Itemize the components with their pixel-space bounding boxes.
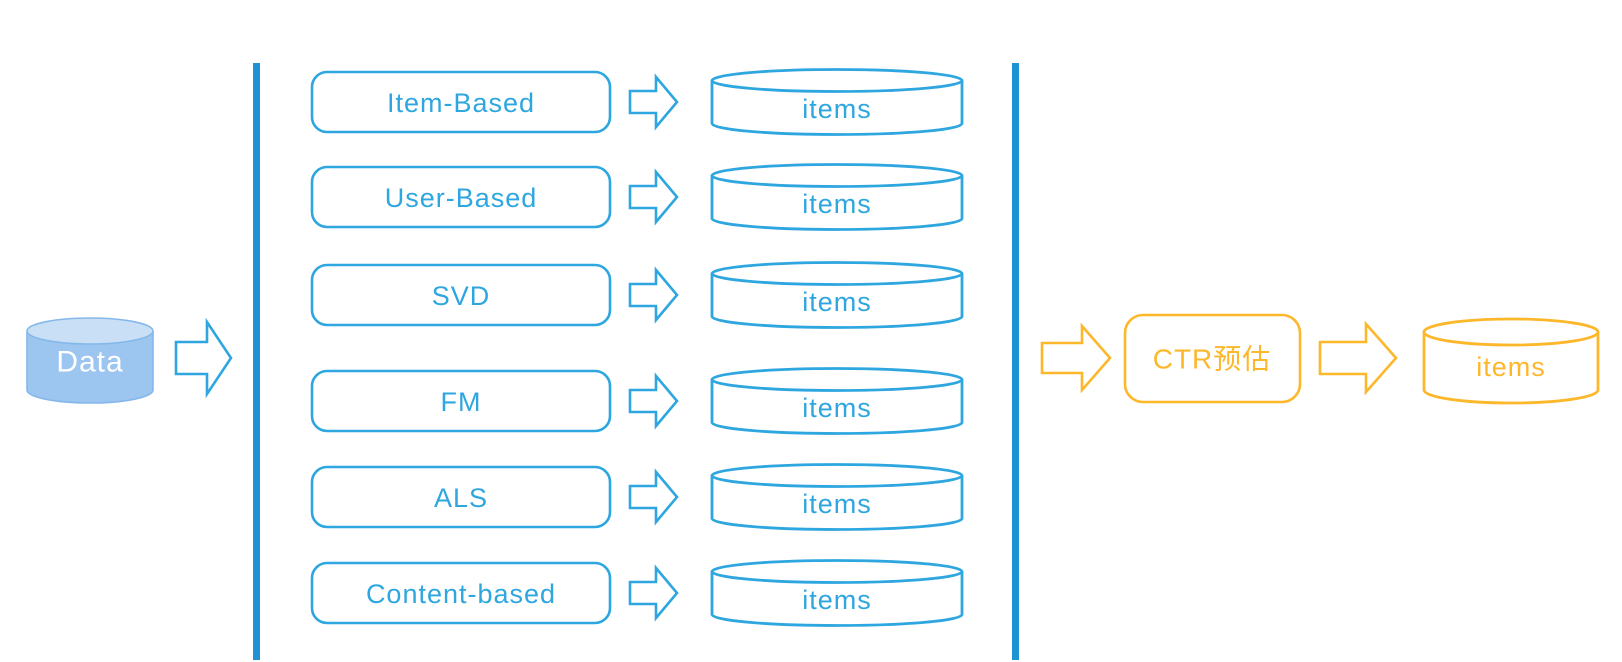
row-arrow-icon — [628, 566, 679, 620]
algo-label: User-Based — [385, 183, 538, 213]
recall-stage-divider-left — [253, 63, 260, 660]
items-label: items — [802, 94, 872, 124]
data-cylinder: Data — [26, 317, 154, 404]
ctr-model-box — [1123, 313, 1302, 404]
ranked-items-cylinder-body — [1422, 332, 1600, 405]
ranking-stage: CTR预估 items — [1040, 313, 1600, 405]
algo-label: ALS — [434, 483, 488, 513]
algo-box — [310, 369, 612, 433]
data-label: Data — [56, 346, 123, 379]
items-label: items — [802, 585, 872, 615]
row-arrow-icon — [628, 170, 679, 224]
recall-row-fm: FM items — [310, 367, 964, 435]
row-arrow-icon — [628, 75, 679, 129]
ranking-stage-divider — [1012, 63, 1019, 660]
items-label: items — [802, 489, 872, 519]
data-to-recall-arrow-icon — [174, 317, 233, 399]
row-arrow-icon — [628, 268, 679, 322]
recall-row-content-based: Content-based items — [310, 559, 964, 627]
algo-box — [310, 465, 612, 529]
ranked-items-cylinder: items — [1422, 317, 1600, 405]
ctr-model-label: CTR预估 — [1153, 344, 1272, 375]
recall-row-als: ALS items — [310, 463, 964, 531]
items-label: items — [802, 393, 872, 423]
ranked-items-cylinder-top — [1422, 317, 1600, 347]
algo-box — [310, 70, 612, 134]
algo-box — [310, 561, 612, 625]
data-cylinder-top — [26, 317, 154, 345]
ctr-to-items-arrow-icon — [1318, 320, 1398, 396]
algo-box — [310, 263, 612, 327]
algo-label: FM — [441, 387, 482, 417]
recall-to-ctr-arrow-icon — [1040, 322, 1112, 394]
algo-label: Content-based — [366, 579, 556, 609]
row-arrow-icon — [628, 470, 679, 524]
algo-label: Item-Based — [387, 88, 535, 118]
row-arrow-icon — [628, 374, 679, 428]
items-label: items — [802, 287, 872, 317]
algo-box — [310, 165, 612, 229]
recall-row-svd: SVD items — [310, 261, 964, 329]
items-label: items — [802, 189, 872, 219]
recall-row-user-based: User-Based items — [310, 163, 964, 231]
recall-row-item-based: Item-Based items — [310, 68, 964, 136]
ranked-items-label: items — [1476, 352, 1546, 382]
data-cylinder-body — [26, 331, 154, 404]
algo-label: SVD — [432, 281, 491, 311]
